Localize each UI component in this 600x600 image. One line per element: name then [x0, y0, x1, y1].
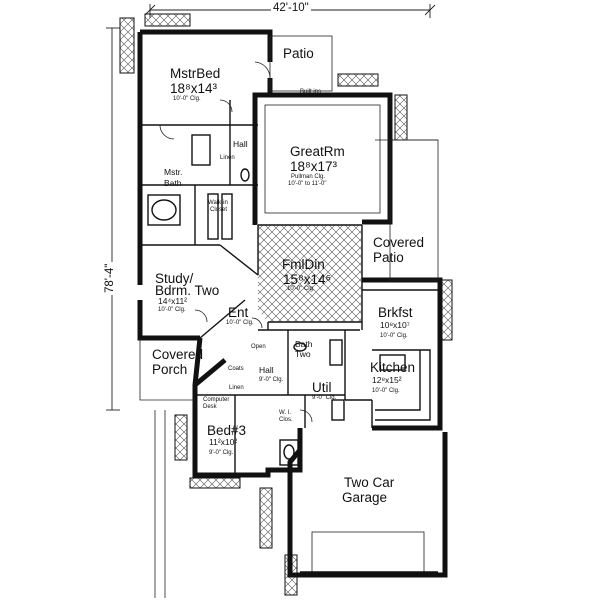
covered-patio-outline [375, 139, 439, 281]
great-room-size: 18⁸x17³ [290, 159, 337, 174]
breakfast-label: Brkfst [378, 305, 413, 320]
bath-two-label: Bath [295, 339, 313, 349]
great-room-ceiling-type: Pullman Clg. [291, 174, 326, 180]
walkway-lines [154, 410, 166, 598]
study-size: 14⁴x11² [158, 296, 188, 306]
family-dining-floor-pattern [258, 225, 362, 322]
family-dining-size: 15⁸x14⁶ [283, 272, 332, 287]
master-bed-label: MstrBed [170, 66, 221, 81]
built-ins-label: Built ins [300, 89, 322, 95]
master-bath-label-2: Bath [164, 178, 182, 188]
depth-dimension-line [106, 27, 120, 411]
interior-walls [140, 100, 440, 475]
covered-porch-label: Covered [152, 347, 204, 362]
computer-desk-label: Computer [203, 397, 230, 403]
wi-closet-label-2: Clos. [279, 417, 293, 423]
master-bed-size: 18⁸x14³ [170, 81, 217, 96]
patio-label: Patio [283, 46, 314, 61]
linen-top-label: Linen [220, 155, 235, 161]
bed3-label: Bed#3 [207, 423, 247, 438]
kitchen-label: Kitchen [370, 360, 416, 375]
great-room-label: GreatRm [290, 144, 345, 159]
entry-ceiling: 10'-0" Clg. [226, 320, 254, 326]
covered-porch-label-2: Porch [152, 362, 188, 377]
bath-two-label-2: Two [295, 349, 311, 359]
bed3-size: 11²x10² [209, 437, 238, 447]
patio-outline [269, 35, 333, 92]
covered-porch-outline [139, 338, 195, 401]
utility-label: Util [312, 380, 332, 395]
study-ceiling: 10'-0" Clg. [158, 307, 186, 313]
kitchen-ceiling: 10'-0" Clg. [372, 388, 400, 394]
study-label: Study/ [155, 271, 194, 286]
great-room-ceiling-height: 10'-0" to 11'-0" [288, 181, 327, 187]
breakfast-ceiling: 10'-0" Clg. [380, 333, 408, 339]
study-label-2: Bdrm. Two [155, 283, 220, 298]
overall-width-label: 42'-10" [271, 2, 311, 15]
landscape-shrubs [119, 13, 453, 596]
great-room-ceiling-outline [264, 104, 381, 214]
computer-desk-label-2: Desk [203, 404, 217, 410]
entry-label: Ent [228, 305, 249, 320]
garage-label: Two Car [344, 475, 395, 490]
garage-door [300, 531, 438, 573]
garage-label-2: Garage [342, 490, 388, 505]
door-swings [159, 61, 313, 423]
covered-patio-label: Covered [373, 235, 425, 250]
walkin-closet-label-2: Closet [210, 207, 228, 213]
coats-label: Coats [228, 366, 244, 372]
linen-mid-label: Linen [229, 385, 244, 391]
kitchen-counters [331, 349, 431, 421]
family-dining-ceiling: 10'-0" Clg. [287, 286, 315, 292]
master-bath-label: Mstr. [164, 167, 183, 177]
hall-mid-label: Hall [259, 365, 274, 375]
covered-patio-label-2: Patio [373, 250, 404, 265]
bed3-ceiling: 9'-0" Clg. [209, 450, 234, 456]
utility-ceiling: 9'-0" Clg. [312, 395, 337, 401]
master-bed-ceiling: 10'-0" Clg. [173, 96, 201, 102]
bath-fixtures [147, 134, 343, 466]
hall-top-label: Hall [233, 139, 248, 149]
walkin-closet-label: Walk-in [208, 200, 228, 206]
wi-closet-label: W. I. [279, 410, 291, 416]
breakfast-size: 10⁸x10⁷ [380, 320, 410, 330]
kitchen-size: 12⁸x15² [372, 375, 402, 385]
overall-depth-label: 78'-4" [104, 261, 117, 295]
family-dining-label: FmlDin [282, 257, 325, 272]
hall-mid-ceiling: 9'-0" Clg. [259, 377, 284, 383]
open-label: Open [251, 344, 266, 350]
